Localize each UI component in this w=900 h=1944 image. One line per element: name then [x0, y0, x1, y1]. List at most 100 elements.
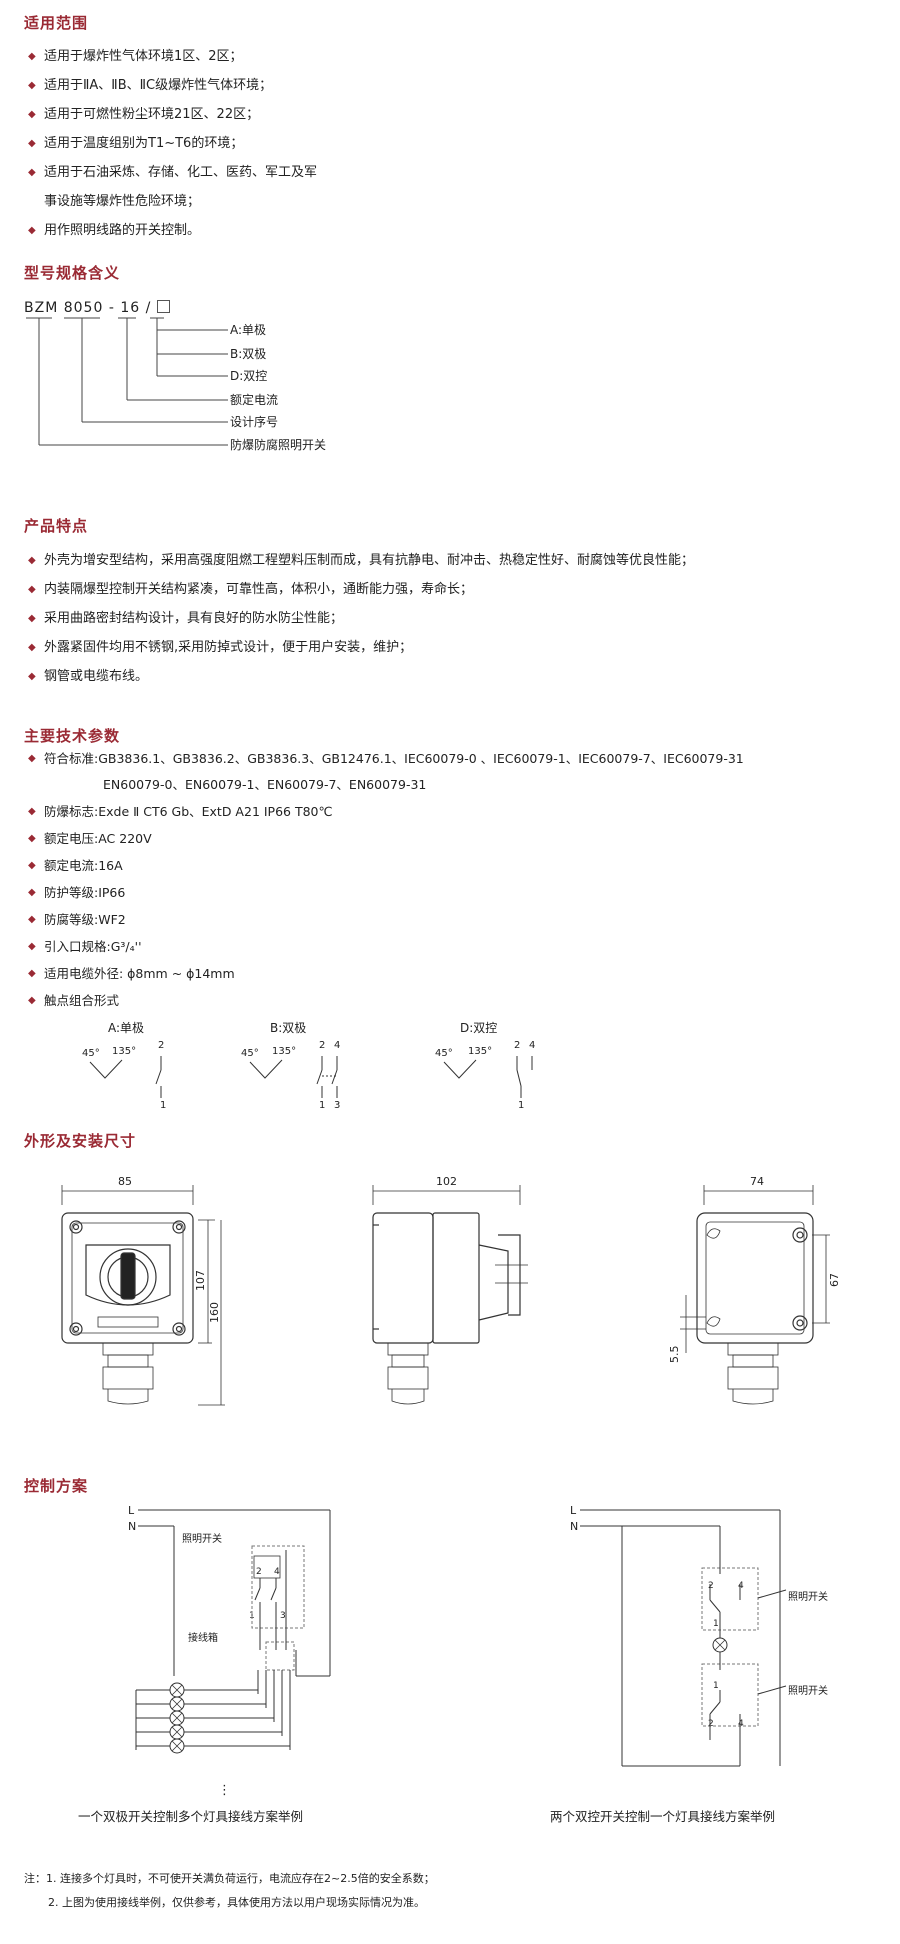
model-label-current: 额定电流 [230, 392, 278, 407]
list-item: ◆防爆标志:Exde Ⅱ CT6 Gb、ExtD A21 IP66 T80℃ [28, 798, 744, 825]
list-item: ◆引入口规格:G³/₄'' [28, 933, 744, 960]
svg-text:2: 2 [158, 1040, 164, 1051]
svg-text:1: 1 [713, 1681, 719, 1691]
list-item: ◆适用于可燃性粉尘环境21区、22区； [28, 100, 317, 129]
svg-text:4: 4 [738, 1719, 744, 1729]
model-label-serial: 设计序号 [230, 414, 278, 429]
svg-text:45°: 45° [241, 1048, 259, 1059]
svg-text:45°: 45° [435, 1048, 453, 1059]
svg-text:135°: 135° [272, 1046, 296, 1057]
model-label-b: B:双极 [230, 347, 266, 361]
list-item: ◆外露紧固件均用不锈钢,采用防掉式设计，便于用户安装，维护； [28, 633, 694, 662]
list-item: ◆钢管或电缆布线。 [28, 662, 694, 691]
diamond-bullet-icon: ◆ [28, 584, 36, 595]
contact-diagrams: A:单极 B:双极 D:双控 45° 135° 2 1 45° 135° 2 4… [82, 1021, 535, 1111]
svg-text:4: 4 [529, 1040, 535, 1051]
back-view [680, 1185, 830, 1405]
section-title-control: 控制方案 [24, 1477, 89, 1495]
list-item: ◆适用电缆外径: ϕ8mm ~ ϕ14mm [28, 960, 744, 987]
section-title-params: 主要技术参数 [24, 727, 121, 745]
wiring-diagram-two-way-switch: L N 照明开关 照明开关 2 4 1 1 2 4 [570, 1504, 828, 1767]
list-item: ◆适用于温度组别为T1~T6的环境； [28, 129, 317, 158]
more-lamps-dots: ⋮ [218, 1783, 231, 1798]
list-item: ◆采用曲路密封结构设计，具有良好的防水防尘性能； [28, 604, 694, 633]
svg-text:3: 3 [334, 1100, 340, 1111]
diamond-bullet-icon: ◆ [28, 887, 36, 898]
svg-text:1: 1 [319, 1100, 325, 1111]
svg-text:45°: 45° [82, 1048, 100, 1059]
list-item-continuation: EN60079-0、EN60079-1、EN60079-7、EN60079-31 [103, 777, 427, 792]
svg-text:4: 4 [738, 1581, 744, 1591]
svg-text:N: N [128, 1520, 136, 1533]
list-item: ◆用作照明线路的开关控制。 [28, 216, 317, 245]
diamond-bullet-icon: ◆ [28, 941, 36, 952]
list-item: ◆外壳为增安型结构，采用高强度阻燃工程塑料压制而成，具有抗静电、耐冲击、热稳定性… [28, 546, 694, 575]
model-label-product: 防爆防腐照明开关 [230, 437, 326, 452]
svg-text:2: 2 [708, 1581, 714, 1591]
svg-text:L: L [128, 1504, 135, 1517]
diamond-bullet-icon: ◆ [28, 806, 36, 817]
features-list: ◆外壳为增安型结构，采用高强度阻燃工程塑料压制而成，具有抗静电、耐冲击、热稳定性… [28, 546, 694, 691]
diamond-bullet-icon: ◆ [28, 555, 36, 566]
list-item: ◆符合标准:GB3836.1、GB3836.2、GB3836.3、GB12476… [28, 746, 744, 772]
model-label-a: A:单极 [230, 323, 266, 337]
diamond-bullet-icon: ◆ [28, 914, 36, 925]
angle-mark-b [249, 1059, 283, 1079]
section-title-model: 型号规格含义 [24, 264, 121, 282]
angle-mark-d [443, 1059, 477, 1079]
diamond-bullet-icon: ◆ [28, 167, 36, 178]
list-item: ◆适用于ⅡA、ⅡB、ⅡC级爆炸性气体环境； [28, 71, 317, 100]
contact-d-title: D:双控 [460, 1021, 497, 1035]
svg-text:1: 1 [160, 1100, 166, 1111]
svg-text:2: 2 [256, 1567, 262, 1577]
list-item: ◆防腐等级:WF2 [28, 906, 744, 933]
list-item: ◆内装隔爆型控制开关结构紧凑，可靠性高，体积小，通断能力强，寿命长； [28, 575, 694, 604]
list-item: ◆额定电压:AC 220V [28, 825, 744, 852]
params-list: ◆符合标准:GB3836.1、GB3836.2、GB3836.3、GB12476… [28, 746, 744, 1014]
list-item-continuation: 事设施等爆炸性危险环境； [44, 194, 201, 209]
model-tree-diagram: A:单极 B:双极 D:双控 额定电流 设计序号 防爆防腐照明开关 [26, 317, 326, 452]
diamond-bullet-icon: ◆ [28, 80, 36, 91]
diamond-bullet-icon: ◆ [28, 753, 36, 764]
dim-back-height: 67 [828, 1273, 841, 1287]
dim-hole: 5.5 [668, 1346, 681, 1364]
svg-text:N: N [570, 1520, 578, 1533]
diamond-bullet-icon: ◆ [28, 833, 36, 844]
svg-text:135°: 135° [112, 1046, 136, 1057]
placeholder-box-icon [156, 300, 170, 313]
list-item: ◆防护等级:IP66 [28, 879, 744, 906]
diamond-bullet-icon: ◆ [28, 51, 36, 62]
diamond-bullet-icon: ◆ [28, 860, 36, 871]
list-item: ◆适用于爆炸性气体环境1区、2区； [28, 42, 317, 71]
section-title-scope: 适用范围 [24, 14, 89, 32]
junction-box-label: 接线箱 [188, 1631, 218, 1644]
wiring-diagram-single-switch: L N 照明开关 接线箱 2 4 1 3 ⋮ [128, 1504, 331, 1798]
contact-a-title: A:单极 [108, 1021, 144, 1035]
svg-text:2: 2 [319, 1040, 325, 1051]
section-title-features: 产品特点 [24, 517, 89, 535]
svg-text:135°: 135° [468, 1046, 492, 1057]
svg-text:4: 4 [274, 1567, 280, 1577]
svg-text:1: 1 [518, 1100, 524, 1111]
diamond-bullet-icon: ◆ [28, 995, 36, 1006]
side-view [372, 1185, 528, 1405]
model-code: BZM 8050 - 16 / [24, 300, 170, 316]
front-view [61, 1185, 225, 1406]
diamond-bullet-icon: ◆ [28, 225, 36, 236]
diamond-bullet-icon: ◆ [28, 138, 36, 149]
angle-mark-a [89, 1059, 123, 1079]
diamond-bullet-icon: ◆ [28, 968, 36, 979]
diamond-bullet-icon: ◆ [28, 642, 36, 653]
switch-label-top: 照明开关 [788, 1590, 828, 1603]
dim-side-width: 102 [436, 1175, 457, 1188]
list-item: ◆额定电流:16A [28, 852, 744, 879]
dim-front-height: 160 [208, 1302, 221, 1323]
svg-text:3: 3 [280, 1611, 286, 1621]
caption-two-way-switch: 两个双控开关控制一个灯具接线方案举例 [550, 1809, 776, 1824]
dimension-drawings: 85 107 160 102 74 67 5.5 [61, 1175, 841, 1406]
switch-label: 照明开关 [182, 1532, 222, 1545]
svg-text:2: 2 [514, 1040, 520, 1051]
diamond-bullet-icon: ◆ [28, 671, 36, 682]
model-label-d: D:双控 [230, 369, 267, 383]
dim-front-inner-height: 107 [194, 1270, 207, 1291]
